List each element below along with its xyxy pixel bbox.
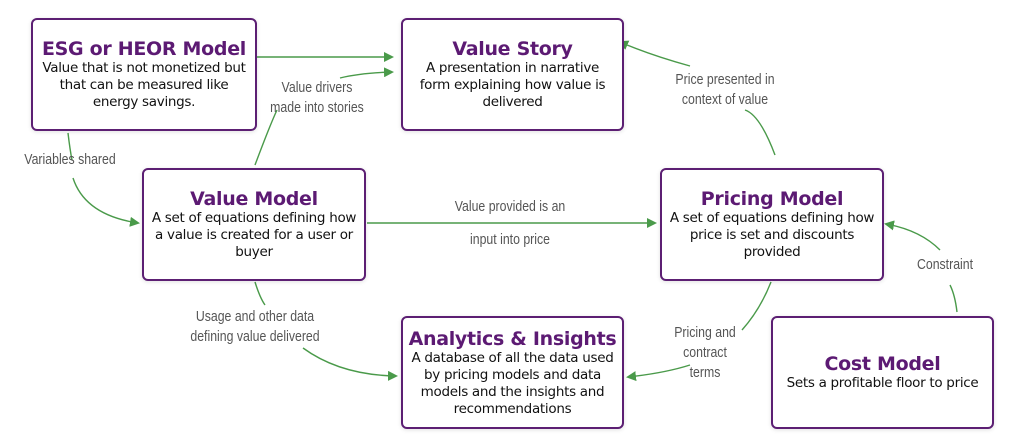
node-description: A set of equations defining how a value … [151,210,357,260]
edge-label-usage: Usage and other data defining value deli… [181,307,329,347]
node-description: A database of all the data used by prici… [411,349,614,417]
node-title: Pricing Model [700,188,844,210]
arrow-terms-to-analytics [626,364,691,382]
arrow-cost-to-pricing [886,224,958,313]
edge-label-price-context: Price presented in context of value [668,70,783,110]
edge-label-pricing-terms: Pricing and contract terms [668,323,742,383]
node-esg-heor-model[interactable]: ESG or HEOR Model Value that is not mone… [31,18,257,131]
edge-label-line: Variables shared [24,151,116,168]
node-value-model[interactable]: Value Model A set of equations defining … [142,168,366,281]
edge-label-line: Value provided is an [454,198,566,215]
edge-label-variables-shared: Variables shared [17,150,124,170]
edge-label-line: Constraint [916,256,974,273]
node-cost-model[interactable]: Cost Model Sets a profitable floor to pr… [771,316,994,429]
edge-label-line: defining value delivered [190,328,320,345]
arrow-price-context-to-story [618,40,691,67]
node-description: Value that is not monetized but that can… [42,60,246,110]
edge-label-line: context of value [681,91,769,108]
arrow-pricing-to-terms [741,281,772,331]
edge-label-line: contract [683,344,727,361]
edge-label-line: terms [689,364,721,381]
arrow-esg-to-value [67,132,138,223]
arrow-value-to-usage [254,281,266,306]
node-analytics-insights[interactable]: Analytics & Insights A database of all t… [401,316,624,429]
edge-label-value-input: Value provided is an [444,197,575,217]
node-title: Analytics & Insights [408,327,617,350]
node-title: Value Model [190,188,318,210]
node-description: Sets a profitable floor to price [786,375,979,391]
arrow-pricing-to-story [744,109,776,156]
node-pricing-model[interactable]: Pricing Model A set of equations definin… [660,168,884,281]
node-description: A set of equations defining how price is… [669,210,875,260]
edge-label-line: Price presented in [675,71,775,88]
node-title: Cost Model [824,353,941,375]
arrow-usage-to-analytics [302,347,398,381]
edge-label-constraint: Constraint [908,255,982,275]
edge-label-line: input into price [469,231,551,248]
node-description: A presentation in narrative form explain… [419,60,606,110]
arrow-value-to-story [254,109,278,166]
node-title: ESG or HEOR Model [41,38,247,60]
node-title: Value Story [452,38,573,60]
edge-label-line: Value drivers [281,79,353,96]
edge-label-value-drivers: Value drivers made into stories [264,78,371,118]
edge-label-line: Usage and other data [195,308,315,325]
edge-label-line: made into stories [270,99,364,116]
edge-label-line: Pricing and [674,324,736,341]
edge-label-value-input-2: input into price [444,230,575,250]
arrow-drivers-to-story [339,67,394,79]
node-value-story[interactable]: Value Story A presentation in narrative … [401,18,624,131]
